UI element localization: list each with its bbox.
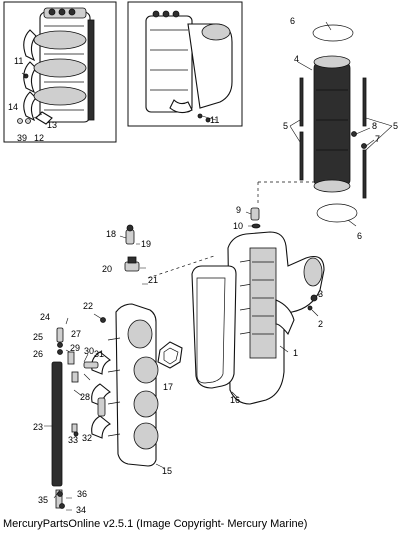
callout-22: 22: [83, 301, 93, 311]
callout-6-bottom: 6: [357, 231, 362, 241]
callout-11-right: 11: [210, 115, 219, 125]
callout-15: 15: [162, 466, 172, 476]
cap-and-valve: [119, 224, 148, 285]
gasket-16: [191, 265, 239, 399]
callout-30: 30: [84, 346, 94, 356]
callout-32: 32: [82, 433, 92, 443]
callout-25: 25: [33, 332, 43, 342]
seal-17: [157, 341, 183, 369]
filter-assembly: [289, 21, 393, 227]
callout-6-top: 6: [290, 16, 295, 26]
callout-8: 8: [372, 121, 377, 131]
callout-18: 18: [106, 229, 116, 239]
callout-21: 21: [148, 275, 158, 285]
callout-34: 34: [76, 505, 86, 515]
fuel-rail: [44, 317, 99, 511]
callout-2: 2: [318, 319, 323, 329]
callout-20: 20: [102, 264, 112, 274]
callout-7: 7: [375, 134, 380, 144]
callout-24: 24: [40, 312, 50, 322]
callout-27: 27: [71, 329, 81, 339]
callout-26: 26: [33, 349, 43, 359]
callout-36: 36: [77, 489, 87, 499]
callout-35: 35: [38, 495, 48, 505]
callout-13: 13: [47, 120, 57, 130]
callout-labels: 1 2 3 4 5 5 6 6 7 8 9 10 11 11 12 13 14 …: [8, 16, 398, 515]
callout-28: 28: [80, 392, 90, 402]
plenum-housing: [227, 231, 325, 405]
callout-14: 14: [8, 102, 18, 112]
callout-29: 29: [70, 343, 80, 353]
callout-31: 31: [94, 349, 104, 359]
callout-5-right: 5: [393, 121, 398, 131]
inset-right-assembly: [145, 10, 233, 123]
callout-16: 16: [230, 395, 240, 405]
callout-39: 39: [17, 133, 27, 143]
callout-10: 10: [233, 221, 243, 231]
callout-11-left: 11: [14, 56, 23, 66]
callout-5-left: 5: [283, 121, 288, 131]
intake-manifold: [91, 303, 165, 469]
callout-23: 23: [33, 422, 43, 432]
callout-1: 1: [293, 348, 298, 358]
callout-3: 3: [318, 289, 323, 299]
callout-33: 33: [68, 435, 78, 445]
callout-12: 12: [34, 133, 44, 143]
callout-19: 19: [141, 239, 151, 249]
callout-17: 17: [163, 382, 173, 392]
copyright-caption: MercuryPartsOnline v2.5.1 (Image Copyrig…: [3, 518, 308, 530]
callout-4: 4: [294, 54, 299, 64]
inset-left-assembly: [17, 7, 95, 125]
callout-9: 9: [236, 205, 241, 215]
fitting-9-10: [245, 207, 261, 229]
